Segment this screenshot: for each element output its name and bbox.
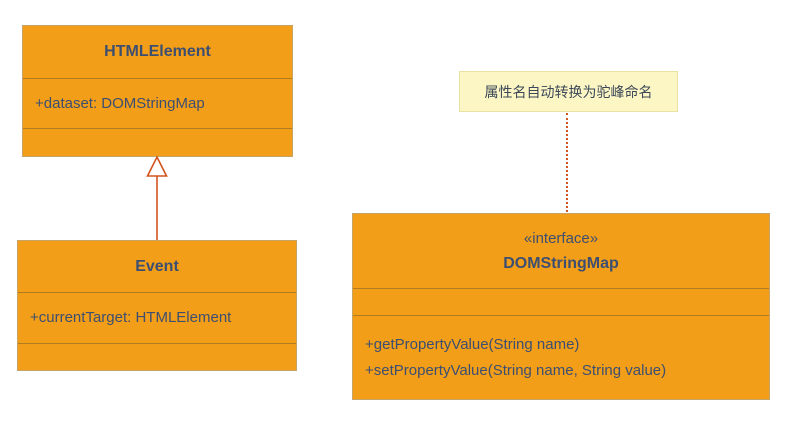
- class-methods-htmlelement-empty: [23, 129, 292, 157]
- class-box-event: Event +currentTarget: HTMLElement: [17, 240, 297, 371]
- attribute-currenttarget: +currentTarget: HTMLElement: [30, 309, 232, 326]
- method-getpropertyvalue: +getPropertyValue(String name): [365, 335, 580, 353]
- attribute-dataset: +dataset: DOMStringMap: [35, 94, 205, 112]
- class-box-htmlelement: HTMLElement +dataset: DOMStringMap: [22, 25, 293, 157]
- class-title-event: Event: [18, 241, 296, 293]
- interface-methods: +getPropertyValue(String name) +setPrope…: [353, 316, 769, 399]
- class-title-domstringmap: «interface» DOMStringMap: [353, 214, 769, 289]
- hollow-triangle-icon: [146, 155, 168, 177]
- class-attributes-event: +currentTarget: HTMLElement: [18, 293, 296, 344]
- class-box-domstringmap: «interface» DOMStringMap +getPropertyVal…: [352, 213, 770, 400]
- inheritance-arrow: [146, 155, 168, 241]
- note-text: 属性名自动转换为驼峰命名: [484, 83, 653, 100]
- method-setpropertyvalue: +setPropertyValue(String name, String va…: [365, 361, 667, 379]
- note-connector-line: [566, 113, 568, 212]
- note-box: 属性名自动转换为驼峰命名: [459, 71, 678, 112]
- class-attributes-htmlelement: +dataset: DOMStringMap: [23, 79, 292, 129]
- interface-name: DOMStringMap: [503, 255, 619, 272]
- class-title-htmlelement: HTMLElement: [23, 26, 292, 79]
- class-methods-event-empty: [18, 344, 296, 370]
- interface-attributes-empty: [353, 289, 769, 316]
- interface-stereotype: «interface»: [523, 230, 599, 247]
